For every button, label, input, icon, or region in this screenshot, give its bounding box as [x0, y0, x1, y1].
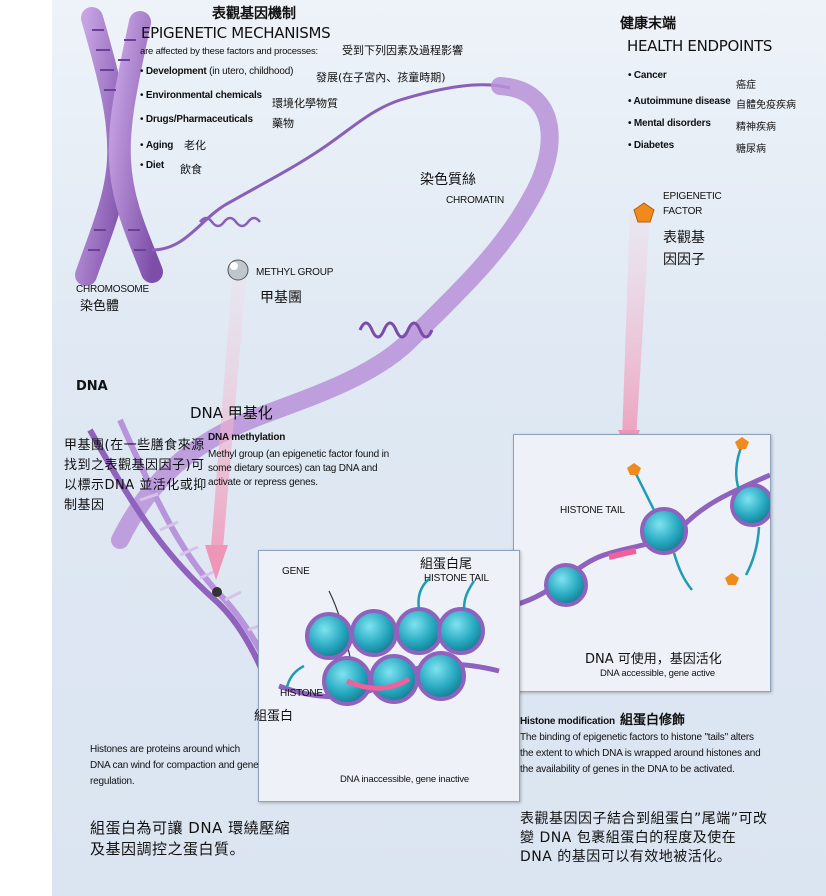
factor-en-bold: Diet: [146, 160, 164, 171]
endpoint-item: • Diabetes: [628, 140, 674, 152]
factor-en-bold: Aging: [146, 140, 173, 151]
factor-zh: 老化: [184, 140, 206, 153]
endpoint-zh: 癌症: [736, 80, 756, 92]
inactive-chromatin-art: [259, 551, 519, 801]
mechanisms-intro-en: are affected by these factors and proces…: [140, 47, 318, 58]
factor-en-rest: (in utero, childhood): [206, 66, 293, 77]
histones-note-zh: 組蛋白為可讓 DNA 環繞壓縮及基因調控之蛋白質。: [90, 818, 300, 860]
active-label-zh: DNA 可使用，基因活化: [585, 653, 722, 668]
endpoint-item: • Mental disorders: [628, 118, 711, 130]
histones-note-en: Histones are proteins around which DNA c…: [90, 742, 260, 790]
factor-arrow: [622, 210, 650, 440]
histone-tail-label-right: HISTONE TAIL: [560, 505, 625, 517]
inactive-label-en: DNA inaccessible, gene inactive: [340, 775, 469, 786]
active-label-en: DNA accessible, gene active: [600, 669, 715, 680]
mechanisms-intro-zh: 受到下列因素及過程影響: [342, 45, 463, 58]
chromosome-label-en: CHROMOSOME: [76, 284, 149, 296]
histone-mod-desc-zh: 表觀基因因子結合到組蛋白”尾端”可改變 DNA 包裹組蛋白的程度及使在 DNA …: [520, 810, 770, 867]
endpoints-title-zh: 健康末端: [620, 16, 676, 32]
epigenetic-factor-label-zh-2: 因因子: [663, 252, 705, 268]
endpoint-en: Cancer: [634, 70, 667, 81]
factor-item: • Drugs/Pharmaceuticals: [140, 114, 253, 126]
methylation-title-zh: DNA 甲基化: [190, 405, 273, 422]
methyl-group-label-en: METHYL GROUP: [256, 267, 333, 279]
endpoint-item: • Autoimmune disease: [628, 96, 731, 108]
epigenetic-factor-label-zh-1: 表觀基: [663, 230, 705, 246]
histone-mod-title-en: Histone modification: [520, 716, 615, 727]
histone-mod-title-zh: 組蛋白修飾: [620, 713, 685, 728]
factor-item: • Aging: [140, 140, 173, 152]
histone-mod-title: Histone modification 組蛋白修飾: [520, 710, 685, 729]
methylation-desc-en: Methyl group (an epigenetic factor found…: [208, 448, 393, 490]
histone-octamers: [307, 609, 483, 704]
endpoint-item: • Cancer: [628, 70, 667, 82]
histone-label-zh: 組蛋白: [254, 710, 293, 725]
factor-en-bold: Development: [146, 66, 207, 77]
histone-mod-desc-en: The binding of epigenetic factors to his…: [520, 730, 768, 778]
epigenetic-factor-label-en-2: FACTOR: [663, 206, 702, 218]
factor-en-bold: Drugs/Pharmaceuticals: [146, 114, 253, 125]
endpoint-zh: 糖尿病: [736, 144, 766, 156]
endpoint-en: Mental disorders: [634, 118, 711, 129]
endpoint-zh: 自體免疫疾病: [736, 100, 796, 112]
endpoints-title-en: HEALTH ENDPOINTS: [627, 38, 772, 55]
methyl-group-label-zh: 甲基團: [260, 290, 302, 306]
factor-zh: 環境化學物質: [272, 98, 338, 111]
dna-label: DNA: [76, 380, 108, 395]
epigenetic-factor-shape: [634, 203, 654, 222]
inactive-chromatin-panel: [258, 550, 520, 802]
endpoint-en: Diabetes: [634, 140, 674, 151]
histone-tail-label-zh: 組蛋白尾: [420, 558, 472, 573]
chromatin-label-en: CHROMATIN: [446, 195, 504, 207]
endpoint-en: Autoimmune disease: [634, 96, 731, 107]
mechanisms-title-zh: 表觀基因機制: [212, 6, 296, 22]
factor-item: • Development (in utero, childhood): [140, 66, 293, 78]
methylation-desc-zh: 甲基團(在一些膳食來源找到之表觀基因因子)可以標示DNA 並活化或抑制基因: [64, 436, 212, 516]
factor-item: • Environmental chemicals: [140, 90, 262, 102]
chromatin-label-zh: 染色質絲: [420, 172, 476, 188]
factor-zh: 藥物: [272, 118, 294, 131]
methylation-title-en: DNA methylation: [208, 432, 285, 444]
epigenetic-factor-label-en-1: EPIGENETIC: [663, 191, 722, 203]
mechanisms-title-en: EPIGENETIC MECHANISMS: [141, 25, 330, 42]
factor-zh: 發展(在子宮內、孩童時期): [316, 72, 446, 85]
factor-item: • Diet: [140, 160, 164, 172]
histone-label-en: HISTONE: [280, 688, 323, 700]
histone-tail-label-en: HISTONE TAIL: [424, 573, 489, 585]
gene-label: GENE: [282, 566, 310, 578]
factor-en-bold: Environmental chemicals: [146, 90, 262, 101]
chromosome-label-zh: 染色體: [80, 300, 119, 315]
factor-zh: 飲食: [180, 164, 202, 177]
endpoint-zh: 精神疾病: [736, 122, 776, 134]
